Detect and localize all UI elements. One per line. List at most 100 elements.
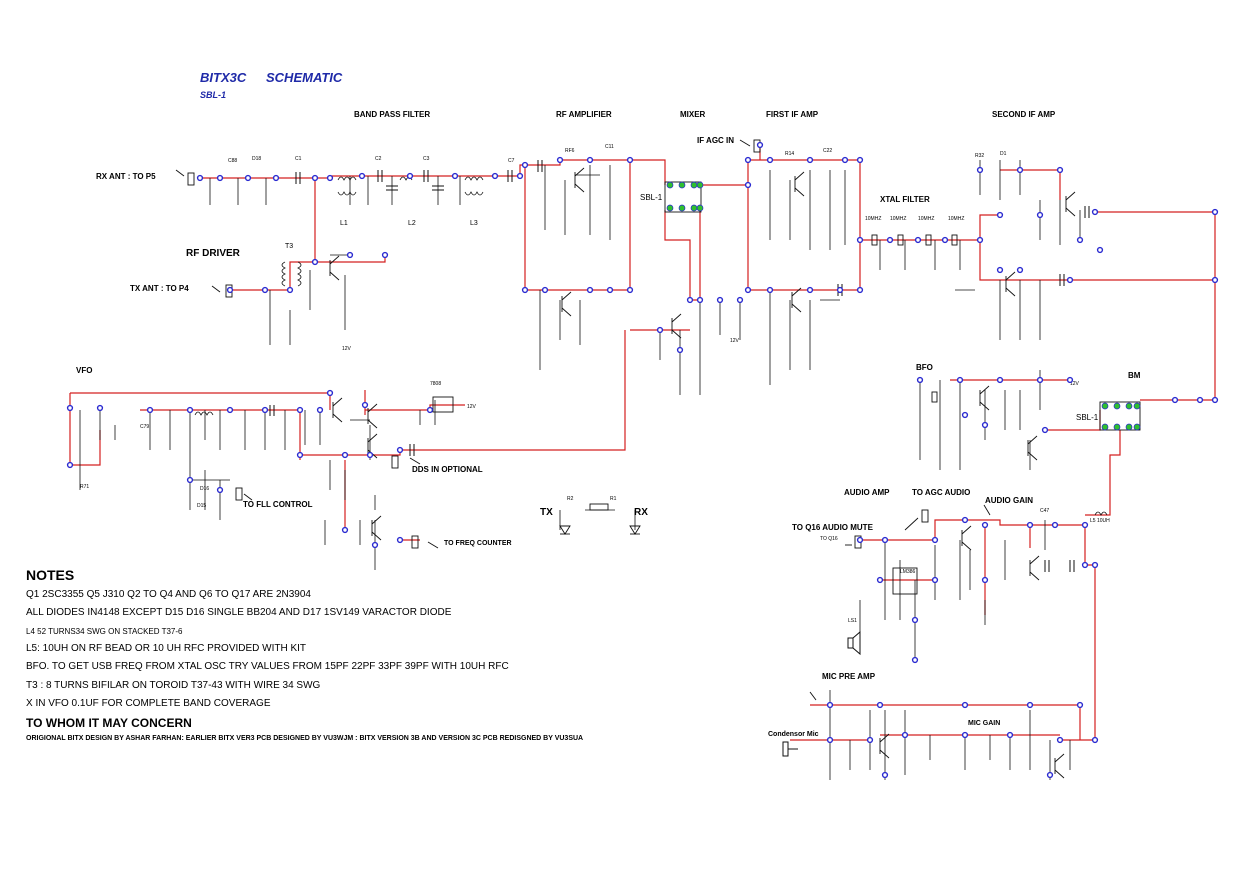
label-rx-ant: RX ANT : TO P5: [96, 172, 156, 181]
label-to-fll-control: TO FLL CONTROL: [243, 500, 313, 509]
transistor-q8: [1005, 271, 1016, 297]
note-line-1: Q1 2SC3355 Q5 J310 Q2 TO Q4 AND Q6 TO Q1…: [26, 589, 311, 600]
transistor-q4: [671, 313, 682, 339]
crystals: [871, 234, 958, 403]
svg-text:R32: R32: [975, 153, 984, 159]
transistor-q16: [1029, 555, 1040, 581]
section-second-if-amp: SECOND IF AMP: [992, 110, 1056, 119]
schematic-subtitle: SBL-1: [200, 90, 227, 100]
label-l1: L1: [340, 220, 348, 227]
svg-text:R1: R1: [610, 496, 617, 502]
led-diodes: [559, 525, 641, 535]
label-dds-in: DDS IN OPTIONAL: [412, 465, 483, 474]
svg-text:C11: C11: [605, 144, 614, 150]
svg-text:D1: D1: [1000, 151, 1007, 157]
svg-text:C79: C79: [140, 424, 149, 430]
svg-text:LM386: LM386: [900, 569, 916, 575]
schematic-title: BITX3C: [200, 70, 247, 85]
section-rf-amplifier: RF AMPLIFIER: [556, 110, 612, 119]
transistor-q18: [1054, 753, 1065, 779]
note-line-3: L4 52 TURNS34 SWG ON STACKED T37-6: [26, 627, 183, 636]
label-mixer-sbl1: SBL-1: [640, 193, 663, 202]
label-to-freq-counter: TO FREQ COUNTER: [444, 540, 512, 547]
label-audio-gain: AUDIO GAIN: [985, 496, 1033, 505]
transistors: [329, 167, 1076, 779]
section-bfo: BFO: [916, 363, 933, 372]
transistor-q3: [329, 255, 340, 281]
speaker-icon: [847, 630, 861, 656]
label-tx: TX: [540, 507, 553, 518]
bias-wires: [79, 160, 1081, 780]
svg-text:C47: C47: [1040, 508, 1049, 514]
transistor-q13: [979, 385, 990, 411]
amp-lm386: [892, 567, 918, 595]
transistor-q6: [791, 287, 802, 313]
capacitors: [269, 160, 1090, 572]
note-credit: ORIGIONAL BITX DESIGN BY ASHAR FARHAN: E…: [26, 735, 584, 742]
label-t3: T3: [285, 243, 294, 250]
section-band-pass-filter: BAND PASS FILTER: [354, 110, 431, 119]
note-line-2: ALL DIODES IN4148 EXCEPT D15 D16 SINGLE …: [26, 607, 452, 618]
section-xtal-filter: XTAL FILTER: [880, 195, 930, 204]
notes-heading: NOTES: [26, 567, 75, 583]
svg-text:12V: 12V: [730, 338, 740, 344]
transistor-q12: [371, 515, 382, 541]
transistor-q17: [879, 733, 890, 759]
svg-text:12V: 12V: [1070, 381, 1080, 387]
svg-text:R2: R2: [567, 496, 574, 502]
section-vfo: VFO: [76, 366, 93, 375]
svg-text:10MHZ: 10MHZ: [918, 216, 934, 222]
microphone-icon: [782, 741, 798, 757]
svg-text:12V: 12V: [342, 346, 352, 352]
transistor-q15: [961, 525, 972, 551]
svg-text:C3: C3: [423, 156, 430, 162]
mixer-sbl1: [664, 181, 704, 213]
regulator-7808: [432, 396, 454, 413]
note-line-6: T3 : 8 TURNS BIFILAR ON TOROID T37-43 WI…: [26, 680, 321, 691]
transistor-q9: [332, 397, 343, 423]
note-line-5: BFO. TO GET USB FREQ FROM XTAL OSC TRY V…: [26, 661, 509, 672]
svg-text:C88: C88: [228, 158, 237, 164]
section-first-if-amp: FIRST IF AMP: [766, 110, 819, 119]
label-bm-sbl1: SBL-1: [1076, 413, 1099, 422]
svg-text:C1: C1: [295, 156, 302, 162]
section-audio-amp: AUDIO AMP: [844, 488, 890, 497]
svg-text:D15: D15: [197, 503, 206, 509]
transistor-q14: [1027, 435, 1038, 461]
label-rx: RX: [634, 507, 648, 518]
transistor-q7: [1065, 191, 1076, 217]
label-if-agc-in: IF AGC IN: [697, 136, 735, 145]
wire-nodes: [66, 141, 1219, 779]
svg-text:LS1: LS1: [848, 618, 857, 624]
svg-text:12V: 12V: [467, 404, 477, 410]
label-mic-gain: MIC GAIN: [968, 720, 1001, 727]
label-tx-ant: TX ANT : TO P4: [130, 284, 189, 293]
arrows: [175, 139, 991, 701]
section-bm: BM: [1128, 371, 1141, 380]
svg-text:10MHZ: 10MHZ: [948, 216, 964, 222]
connectors: [187, 139, 929, 549]
transistor-q5: [794, 171, 805, 197]
transistor-q10: [367, 403, 378, 429]
note-line-7: X IN VFO 0.1UF FOR COMPLETE BAND COVERAG…: [26, 698, 271, 709]
note-line-4: L5: 10UH ON RF BEAD OR 10 UH RFC PROVIDE…: [26, 643, 307, 654]
section-rf-driver: RF DRIVER: [186, 248, 240, 259]
svg-text:RF6: RF6: [565, 148, 575, 154]
svg-text:10MHZ: 10MHZ: [865, 216, 881, 222]
section-mixer: MIXER: [680, 110, 706, 119]
label-to-agc-audio: TO AGC AUDIO: [912, 488, 971, 497]
label-l2: L2: [408, 220, 416, 227]
transistor-q2: [561, 291, 572, 317]
svg-text:D18: D18: [252, 156, 261, 162]
svg-text:D16: D16: [200, 486, 209, 492]
svg-text:R71: R71: [80, 484, 89, 490]
svg-text:L5 10UH: L5 10UH: [1090, 518, 1110, 524]
label-l3: L3: [470, 220, 478, 227]
svg-text:TO Q16: TO Q16: [820, 536, 838, 542]
svg-text:R14: R14: [785, 151, 794, 157]
svg-text:10MHZ: 10MHZ: [890, 216, 906, 222]
svg-text:C2: C2: [375, 156, 382, 162]
section-mic-pre-amp: MIC PRE AMP: [822, 672, 876, 681]
